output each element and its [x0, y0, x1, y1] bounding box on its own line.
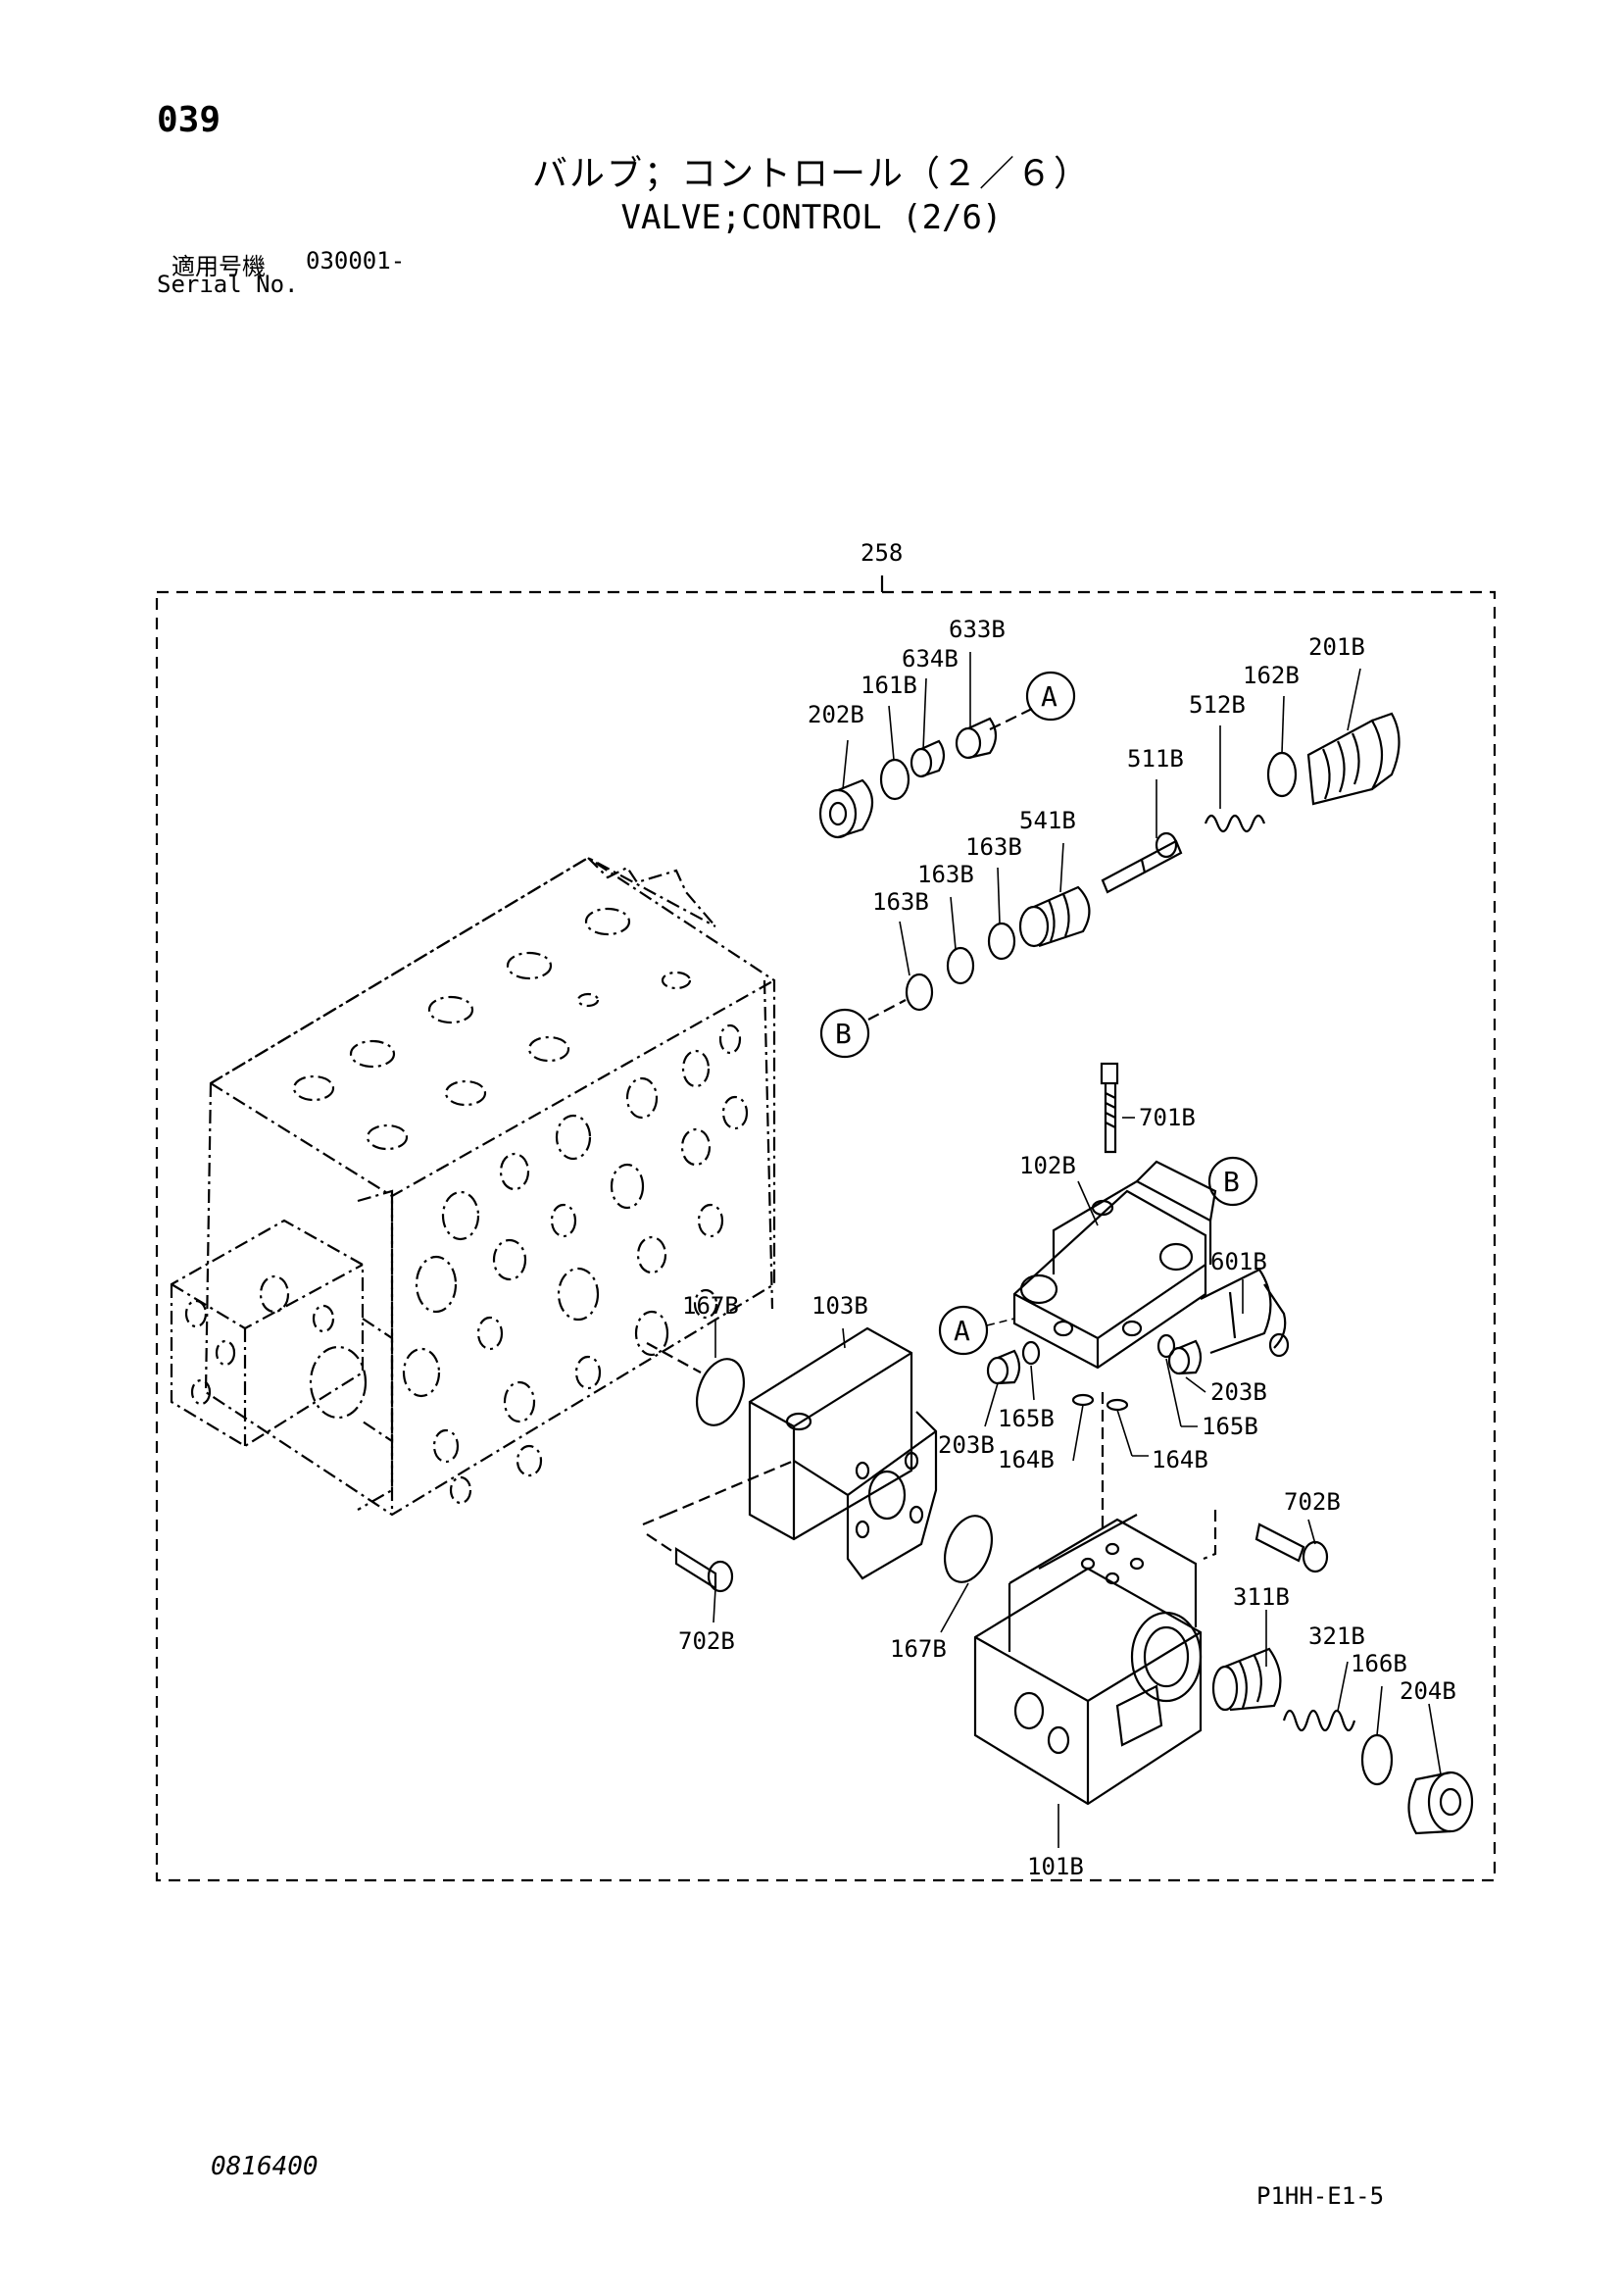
label-634B: 634B	[902, 645, 959, 673]
serial-number-value: 030001-	[306, 247, 406, 275]
label-633B: 633B	[949, 616, 1006, 643]
housing-101B	[973, 1514, 1203, 1806]
bolt-702B-1	[674, 1547, 734, 1593]
callout-a-left: A	[954, 1315, 970, 1347]
label-203B-1: 203B	[938, 1431, 995, 1459]
cover-103B	[748, 1326, 938, 1580]
o-ring-166B	[1360, 1733, 1394, 1786]
label-165B-2: 165B	[1202, 1413, 1258, 1440]
o-ring-163B-1	[905, 973, 934, 1012]
label-201B: 201B	[1308, 633, 1365, 661]
label-204B: 204B	[1400, 1677, 1456, 1705]
bolt-702B-2	[1254, 1522, 1329, 1573]
label-511B: 511B	[1127, 745, 1184, 773]
sleeve-633B	[955, 717, 998, 760]
callout-a-top-circle	[1025, 671, 1076, 722]
page-title-english: VALVE;CONTROL (2/6)	[620, 198, 1003, 237]
o-ring-161B	[879, 758, 910, 801]
plug-204B	[1407, 1771, 1474, 1835]
o-ring-163B-3	[987, 922, 1016, 961]
o-ring-164B-2	[1106, 1398, 1129, 1412]
serial-label-japanese: 適用号機	[172, 253, 266, 280]
label-102B: 102B	[1019, 1152, 1076, 1179]
assembly-label: 258	[861, 539, 903, 567]
label-165B-1: 165B	[998, 1405, 1055, 1432]
valve-601B	[1200, 1268, 1290, 1358]
leader-lines	[713, 652, 1442, 1848]
stem-511B	[1101, 831, 1183, 894]
label-541B: 541B	[1019, 807, 1076, 834]
assembly-boundary	[155, 590, 1497, 1882]
spring-321B	[1282, 1709, 1356, 1732]
plug-203B-1	[986, 1349, 1021, 1385]
page-title-japanese: バルブ；コントロール（２／６）	[531, 154, 1091, 194]
callout-b-right: B	[1223, 1166, 1240, 1198]
o-ring-163B-2	[946, 946, 975, 985]
label-702B-2: 702B	[1284, 1488, 1341, 1516]
callout-b-left: B	[835, 1018, 852, 1050]
label-166B: 166B	[1351, 1650, 1407, 1677]
piston-311B	[1211, 1647, 1282, 1712]
sleeve-634B	[910, 739, 946, 778]
callout-b-right-circle	[1207, 1156, 1258, 1207]
o-ring-165B-1	[1021, 1340, 1041, 1366]
label-321B: 321B	[1308, 1622, 1365, 1650]
o-ring-164B-1	[1071, 1393, 1095, 1407]
callout-b-left-circle	[819, 1008, 870, 1059]
label-702B-1: 702B	[678, 1627, 735, 1655]
serial-label-english: Serial No.	[157, 271, 299, 298]
label-203B-2: 203B	[1210, 1378, 1267, 1406]
callout-a-top: A	[1041, 680, 1057, 713]
main-valve-body	[170, 856, 776, 1517]
label-162B: 162B	[1243, 662, 1300, 689]
bolt-701B	[1100, 1062, 1119, 1154]
label-164B-2: 164B	[1152, 1446, 1208, 1473]
label-512B: 512B	[1189, 691, 1246, 719]
label-163B-2: 163B	[917, 861, 974, 888]
label-161B: 161B	[861, 672, 917, 699]
spring-512B	[1204, 814, 1266, 833]
label-167B-2: 167B	[890, 1635, 947, 1663]
o-ring-167B-1	[696, 1358, 745, 1426]
plug-203B-2	[1167, 1339, 1203, 1375]
drawing-number: 0816400	[211, 2152, 319, 2181]
cartridge-201B	[1306, 712, 1401, 806]
o-ring-162B	[1266, 751, 1298, 798]
label-163B-1: 163B	[872, 888, 929, 916]
label-601B: 601B	[1210, 1248, 1267, 1275]
label-701B: 701B	[1139, 1104, 1196, 1131]
label-202B: 202B	[808, 701, 864, 728]
o-ring-165B-2	[1156, 1333, 1176, 1359]
label-103B: 103B	[812, 1292, 868, 1320]
spool-541B	[1018, 885, 1091, 948]
label-101B: 101B	[1027, 1853, 1084, 1880]
o-ring-167B-2	[944, 1515, 993, 1583]
label-167B-1: 167B	[682, 1292, 739, 1320]
sheet-code: P1HH-E1-5	[1256, 2182, 1385, 2210]
pilot-block-102B	[1012, 1160, 1217, 1370]
label-164B-1: 164B	[998, 1446, 1055, 1473]
label-311B: 311B	[1233, 1583, 1290, 1611]
plug-202B	[818, 778, 874, 839]
page-number: 039	[157, 100, 221, 140]
label-163B-3: 163B	[965, 833, 1022, 861]
callout-a-left-circle	[938, 1305, 989, 1356]
